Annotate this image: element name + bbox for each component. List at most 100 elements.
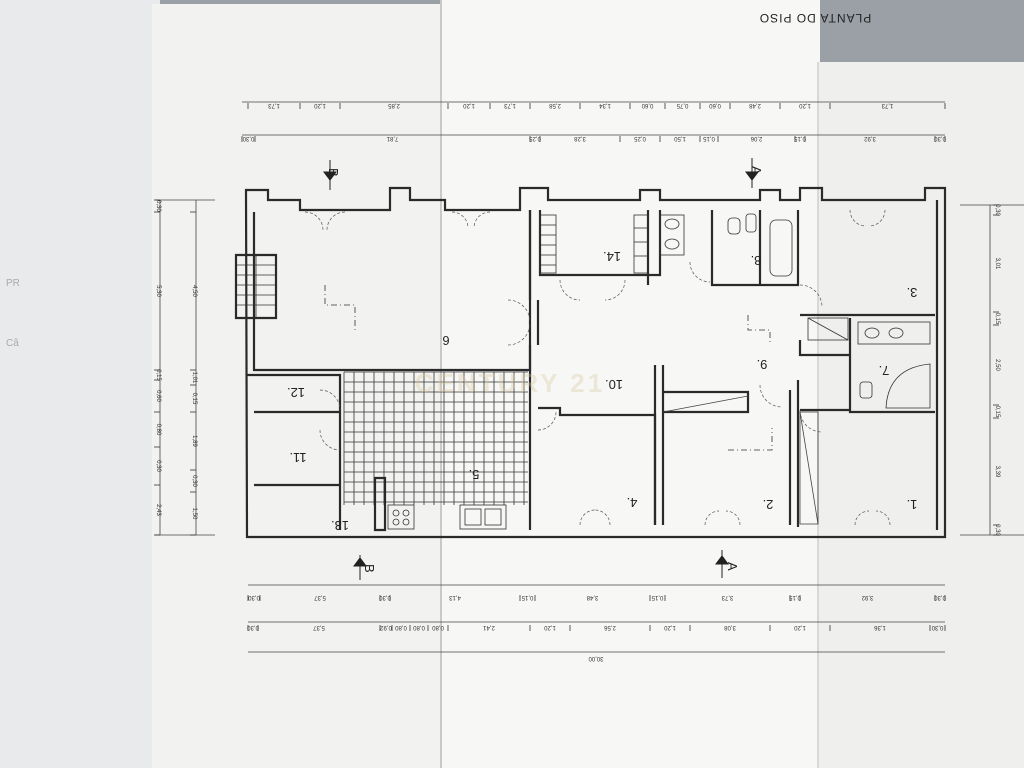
room-label-1: 1. — [907, 497, 918, 512]
dimension-label: 0,15 — [994, 313, 1000, 325]
room-label-9: 9. — [757, 357, 768, 372]
dimension-label: 2,48 — [749, 102, 761, 108]
stairs — [539, 214, 649, 274]
dimension-label: 2,06 — [750, 135, 762, 141]
dimension-label: 1,36 — [874, 624, 886, 630]
door-swings — [304, 209, 891, 526]
dimension-label: 3,28 — [574, 135, 586, 141]
dimension-label: 1,20 — [794, 624, 806, 630]
paper-sheet-center — [440, 0, 820, 768]
dimension-label: 1,20 — [544, 624, 556, 630]
margin-text: PR — [6, 278, 20, 289]
dimension-label: 0,30 — [934, 135, 946, 141]
room-label-2: 2. — [763, 497, 774, 512]
dimension-label: 2,56 — [604, 624, 616, 630]
bathroom-fixtures — [659, 213, 931, 409]
paper-sheet-right — [818, 62, 1024, 768]
total-length: 30,00 — [588, 655, 604, 661]
dimension-label: 0,30 — [379, 594, 391, 600]
room-label-3: 3. — [907, 285, 918, 300]
dimension-label: 1,50 — [674, 135, 686, 141]
dimension-label: 0,15 — [794, 135, 806, 141]
right-dimensions: 0,303,010,152,500,153,390,30 — [993, 204, 1000, 536]
dimension-label: 0,80 — [413, 624, 425, 630]
section-label-b: B — [362, 564, 377, 573]
dimension-label: 1,20 — [314, 102, 326, 108]
room-label-8: 8. — [751, 253, 762, 268]
dimension-label: 3,48 — [586, 594, 598, 600]
dimension-label: 0,30 — [242, 135, 254, 141]
dimension-label: 1,50 — [191, 508, 197, 520]
section-markers — [323, 158, 759, 580]
dimension-label: 0,30 — [191, 475, 197, 487]
top-dimension-lines — [242, 101, 945, 136]
room-labels: 1.2.3.4.5.67.8.9.10.11.12.13.14. — [287, 249, 917, 533]
room-label-5: 5. — [469, 467, 480, 482]
dimension-label: 1,20 — [664, 624, 676, 630]
dimension-label: 0,60 — [155, 390, 161, 402]
left-dimension-outer: 0,305,300,150,600,800,302,43 — [154, 199, 161, 536]
dimension-label: 4,13 — [449, 594, 461, 600]
dimension-label: 1,20 — [799, 102, 811, 108]
dimension-label: 5,37 — [314, 594, 326, 600]
dimension-label: 1,73 — [268, 102, 280, 108]
dimension-label: 1,73 — [504, 102, 516, 108]
bottom-dimension-lines — [248, 584, 945, 653]
walls — [234, 186, 947, 539]
dimension-label: 0,92 — [380, 624, 392, 630]
dimension-label: 0,15 — [789, 594, 801, 600]
dimension-label: 2,58 — [549, 102, 561, 108]
dimension-label: 0,30 — [931, 624, 943, 630]
dimension-label: 3,92 — [864, 135, 876, 141]
dimension-label: 1,73 — [881, 102, 893, 108]
room-label-14: 14. — [603, 249, 621, 264]
dimension-label: 0,30 — [994, 204, 1000, 216]
dimension-label: 1,34 — [599, 102, 611, 108]
dimension-label: 0,30 — [994, 524, 1000, 536]
axis-marks — [324, 285, 773, 451]
dimension-label: 3,92 — [861, 594, 873, 600]
margin-text: Cã — [6, 338, 19, 349]
dimension-label: 3,01 — [994, 258, 1000, 270]
dimension-label: 0,60 — [709, 102, 721, 108]
dimension-label: 0,15 — [651, 594, 663, 600]
dimension-label: 0,15 — [703, 135, 715, 141]
dimension-label: 0,15 — [155, 369, 161, 381]
dimension-label: 0,60 — [641, 102, 653, 108]
dimension-label: 0,25 — [529, 135, 541, 141]
room-label-13: 13. — [331, 518, 349, 533]
stair-ramp — [662, 395, 819, 525]
dimension-label: 0,30 — [934, 594, 946, 600]
section-label-b: B — [326, 168, 341, 177]
dimension-label: 0,80 — [395, 624, 407, 630]
dimension-label: 0,80 — [432, 624, 444, 630]
dimension-label: 0,15 — [521, 594, 533, 600]
dimension-label: 3,08 — [724, 624, 736, 630]
dimension-label: 7,81 — [386, 135, 398, 141]
room-label-10: 10. — [605, 377, 623, 392]
kitchen-fixtures — [387, 504, 507, 530]
top-dimension-row-2: 0,30 7,81 0,25 3,28 0,25 1,50 0,15 2,06 0,15 3,92… — [241, 135, 946, 142]
dimension-label: 0,80 — [155, 424, 161, 436]
side-dimension-lines — [155, 199, 1024, 536]
dimension-label: 5,37 — [313, 624, 325, 630]
dimension-label: 0,25 — [634, 135, 646, 141]
dimension-label: 2,85 — [388, 102, 400, 108]
room-label-7: 7. — [879, 363, 890, 378]
bottom-dimension-row-1: 0,30 5,37 0,30 4,13 0,15 3,48 0,15 3,73 0,15 3,92… — [248, 594, 946, 601]
dimension-label: 3,73 — [721, 594, 733, 600]
section-label-a: A — [749, 166, 764, 175]
room-label-11: 11. — [289, 450, 306, 465]
paper-left-margin — [0, 0, 160, 768]
dimension-label: 2,43 — [155, 504, 161, 516]
dimension-label: 1,20 — [463, 102, 475, 108]
stairs — [236, 255, 276, 318]
dimension-label: 2,41 — [483, 624, 495, 630]
plan-title: PLANTA DO PISO — [759, 11, 871, 25]
watermark: CENTURY 21 — [415, 368, 605, 398]
dimension-label: 3,39 — [994, 466, 1000, 478]
dimension-label: 0,15 — [191, 393, 197, 405]
dimension-label: 1,89 — [191, 435, 197, 447]
